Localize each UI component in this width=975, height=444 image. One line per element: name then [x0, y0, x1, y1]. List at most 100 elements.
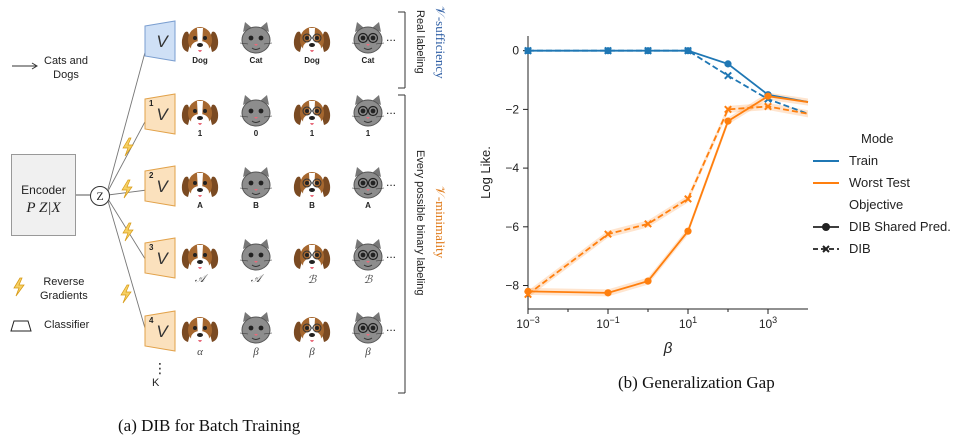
data-point: [764, 102, 772, 111]
dog-icon: [181, 244, 219, 272]
v-classifier-3: V 3: [144, 237, 176, 279]
row-label: A: [365, 201, 371, 210]
legend-item: DIB Shared Pred.: [849, 219, 951, 234]
cat-icon: [239, 167, 273, 199]
every-binary-label: Every possible binary labeling: [414, 150, 426, 296]
row-label: Dog: [192, 56, 208, 65]
cat-icon: [351, 312, 385, 344]
y-tick-label: −4: [505, 161, 519, 175]
svg-text:3: 3: [149, 243, 154, 252]
row-ellipsis: ...: [386, 247, 397, 261]
x-tick-label: 103: [759, 315, 777, 331]
data-point: [524, 46, 532, 55]
svg-text:V: V: [156, 32, 169, 51]
data-point: [524, 290, 532, 299]
encoder-subtitle: P Z|X: [26, 200, 61, 216]
data-point: [684, 46, 692, 55]
dog-icon: [293, 100, 331, 128]
dog-icon: [181, 100, 219, 128]
svg-text:V: V: [156, 249, 169, 268]
data-point: [684, 227, 692, 235]
cat-icon: [351, 22, 385, 54]
dog-icon: [293, 244, 331, 272]
row-label: Cat: [361, 56, 375, 65]
y-tick-label: −2: [505, 102, 519, 116]
encoder-title: Encoder: [21, 183, 66, 197]
x-axis-label: β: [663, 340, 673, 357]
svg-text:V: V: [156, 105, 169, 124]
row-label: 𝒜: [194, 273, 206, 285]
svg-text:2: 2: [149, 171, 154, 180]
data-point: [604, 289, 612, 297]
connection-lines: [76, 11, 406, 394]
diagram-caption: (a) DIB for Batch Training: [118, 416, 301, 435]
row-label: 1: [309, 129, 315, 138]
x-tick-label: 10−3: [516, 315, 540, 331]
row-label: β: [365, 346, 371, 358]
row-ellipsis: ...: [386, 103, 397, 117]
cat-icon: [351, 239, 385, 271]
encoder-box: Encoder P Z|X: [11, 154, 76, 236]
arrow-legend-icon: [12, 62, 38, 70]
dog-icon: [293, 172, 331, 200]
svg-text:V: V: [156, 177, 169, 196]
legend-title: Mode: [861, 131, 894, 146]
v-classifier-4: V 4: [144, 310, 176, 352]
data-point: [644, 219, 652, 228]
cat-icon: [239, 95, 273, 127]
row-ellipsis: ...: [386, 175, 397, 189]
row-label: β: [253, 346, 259, 358]
z-node: Z: [90, 186, 110, 206]
data-point: [604, 230, 612, 239]
vdots: ⋮: [153, 360, 167, 376]
classifier-legend-icon: [10, 320, 32, 332]
legend-objective-title: Objective: [849, 197, 903, 212]
row-label: ℬ: [307, 274, 317, 286]
data-point: [604, 46, 612, 55]
chart-caption: (b) Generalization Gap: [618, 373, 775, 392]
data-point: [684, 195, 692, 203]
data-point: [724, 105, 732, 114]
dog-icon: [293, 317, 331, 345]
legend-marker: [822, 245, 830, 253]
row-label: B: [253, 201, 259, 210]
cats-dogs-legend: Cats and Dogs: [44, 55, 89, 81]
row-label: 0: [253, 129, 259, 138]
v-classifier-real: V: [144, 20, 176, 62]
v-classifier-2: V 2: [144, 165, 176, 207]
svg-text:4: 4: [149, 316, 154, 325]
row-label: α: [197, 346, 203, 358]
dog-icon: [293, 27, 331, 55]
y-tick-label: −6: [505, 220, 519, 234]
svg-text:V: V: [156, 322, 169, 341]
cat-icon: [239, 312, 273, 344]
row-label: 1: [197, 129, 203, 138]
data-point: [764, 92, 772, 100]
row-label: 1: [365, 129, 371, 138]
svg-text:1: 1: [149, 99, 154, 108]
cat-icon: [351, 167, 385, 199]
row-label: Cat: [249, 56, 263, 65]
row-label: β: [309, 346, 315, 358]
row-label: Dog: [304, 56, 320, 65]
y-tick-label: 0: [512, 44, 519, 58]
dog-icon: [181, 172, 219, 200]
row-label: B: [309, 201, 315, 210]
data-point: [724, 117, 732, 125]
y-axis-label: Log Like.: [478, 146, 493, 199]
bolt-legend-icon: [13, 277, 25, 297]
v-classifier-1: V 1: [144, 93, 176, 135]
data-point: [724, 71, 732, 80]
row-label: ℬ: [363, 274, 373, 286]
dog-icon: [181, 27, 219, 55]
row-ellipsis: ...: [386, 30, 397, 44]
data-point: [724, 60, 732, 68]
classifier-legend: Classifier: [44, 319, 90, 331]
cat-icon: [239, 239, 273, 271]
data-point: [644, 277, 652, 285]
data-point: [644, 46, 652, 55]
legend-item: Worst Test: [849, 175, 910, 190]
real-labeling-label: Real labeling: [414, 10, 426, 74]
row-ellipsis: ...: [386, 320, 397, 334]
